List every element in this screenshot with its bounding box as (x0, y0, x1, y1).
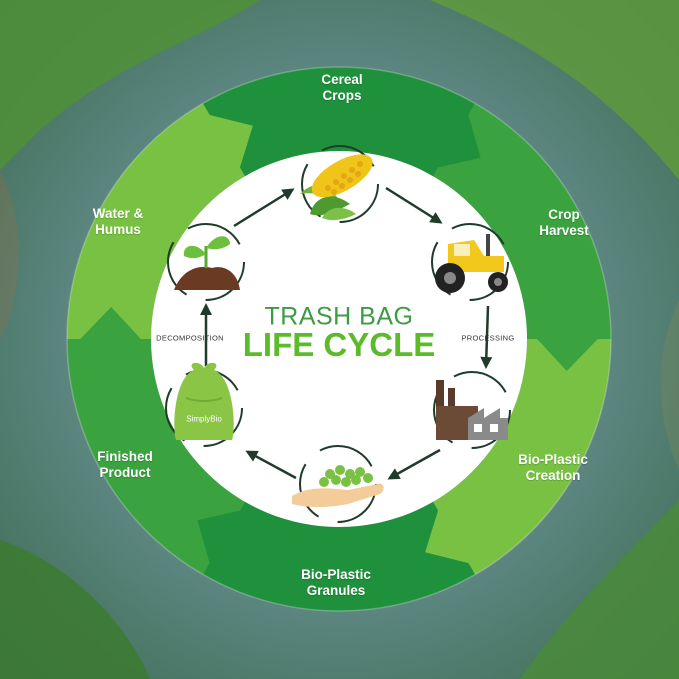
factory-icon (436, 380, 508, 440)
ring-segment-crop-harvest (433, 103, 611, 339)
ring-segment-bio-plastic-granules (203, 501, 475, 611)
stage-label-finished-product: Finished Product (97, 449, 153, 480)
ring-arrow-notch (196, 111, 253, 177)
cycle-arrow-head (281, 188, 295, 200)
bag-brand-logo: SimplyBio (186, 414, 222, 424)
icon-frame-cereal-crops (301, 145, 379, 223)
stage-label-cereal-crops: Cereal Crops (321, 72, 363, 103)
diagram-title-line1: TRASH BAG (264, 302, 414, 331)
ring-segment-cereal-crops (203, 67, 475, 177)
stage-label-water-humus: Water & Humus (92, 206, 144, 237)
ring-segment-water-humus (67, 103, 245, 339)
icon-frame-crop-harvest (431, 223, 509, 301)
cycle-arrow-line (247, 450, 297, 480)
trash-bag-icon (174, 362, 234, 440)
cycle-arrow-head (245, 450, 259, 462)
tractor-icon (435, 234, 508, 293)
icon-frame-water-humus (167, 223, 245, 301)
ring-arrow-notch (530, 329, 607, 372)
ring-arrow-notch (425, 501, 482, 567)
ring-segment-bio-plastic-creation (433, 339, 611, 575)
ring-arrow-notch (429, 102, 481, 170)
ring-segment-finished-product (67, 339, 245, 575)
cycle-ring (66, 66, 612, 612)
cycle-arrow-head (200, 303, 212, 315)
sprout-soil-icon (174, 236, 240, 290)
cycle-arrow-line (233, 188, 293, 228)
granules-hand-icon (292, 465, 384, 507)
stage-label-bio-plastic-creation: Bio-Plastic Creation (518, 452, 588, 483)
cycle-arrow-head (387, 468, 401, 480)
ring-outline (66, 66, 612, 612)
icon-frame-bio-plastic-creation (433, 371, 511, 449)
ring-arrow-notch (197, 508, 249, 576)
ring-arrow-notch (71, 306, 148, 349)
cycle-arrow-line (385, 186, 441, 224)
icon-frame-bio-plastic-granules (299, 445, 377, 523)
cycle-arrow-line (484, 305, 490, 367)
connector-label-decomposition: DECOMPOSITION (156, 333, 224, 343)
cycle-arrow-line (389, 448, 441, 480)
cycle-arrow-head (429, 212, 443, 224)
center-disc (151, 151, 527, 527)
connector-label-processing: PROCESSING (461, 333, 515, 343)
stage-label-crop-harvest: Crop Harvest (539, 207, 589, 238)
cycle-arrow-head (480, 356, 493, 369)
cycle-arrows (200, 186, 493, 480)
diagram-title-line2: LIFE CYCLE (242, 326, 436, 363)
stage-label-bio-plastic-granules: Bio-Plastic Granules (301, 567, 371, 598)
corn-icon (300, 154, 373, 221)
